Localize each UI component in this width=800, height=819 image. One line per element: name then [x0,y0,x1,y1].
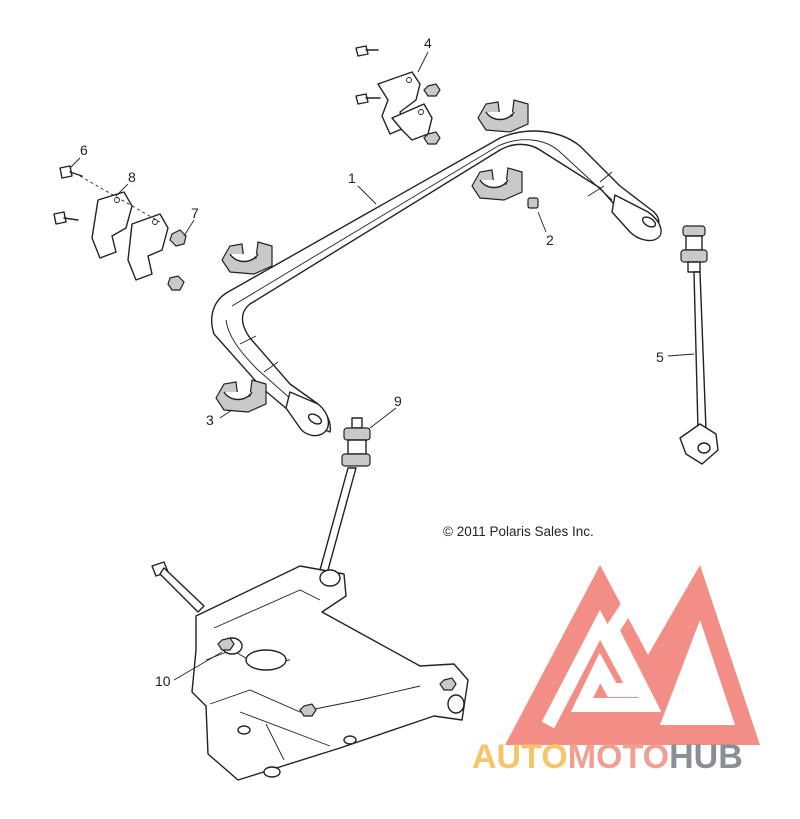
bushing-upper-right [477,99,529,133]
watermark-text: AUTOMOTOHUB [472,738,743,776]
grease-fitting-icon [527,197,539,209]
callout-9: 9 [394,393,402,409]
callout-1: 1 [348,170,356,186]
bushing-middle-right [471,167,523,201]
clamp-upper [355,45,441,145]
end-link-right [679,225,719,465]
watermark-auto: AUTO [472,738,568,776]
callout-10: 10 [155,673,171,689]
copyright-notice: © 2011 Polaris Sales Inc. [443,524,594,539]
callout-2: 2 [546,232,554,248]
control-arm [151,561,469,781]
callout-8: 8 [128,169,136,185]
callout-7: 7 [191,205,199,221]
bushing-upper-left [221,241,273,275]
callout-6: 6 [80,142,88,158]
stabilizer-bar [210,130,662,437]
callout-4: 4 [424,35,432,51]
callout-5: 5 [656,349,664,365]
leader-lines [69,51,695,681]
watermark-logo-icon [505,565,760,745]
clamp-left [53,165,187,291]
watermark-moto: MOTO [568,738,669,776]
bushing-lower-left [215,379,267,413]
callout-3: 3 [206,412,214,428]
watermark-hub: HUB [669,738,743,776]
